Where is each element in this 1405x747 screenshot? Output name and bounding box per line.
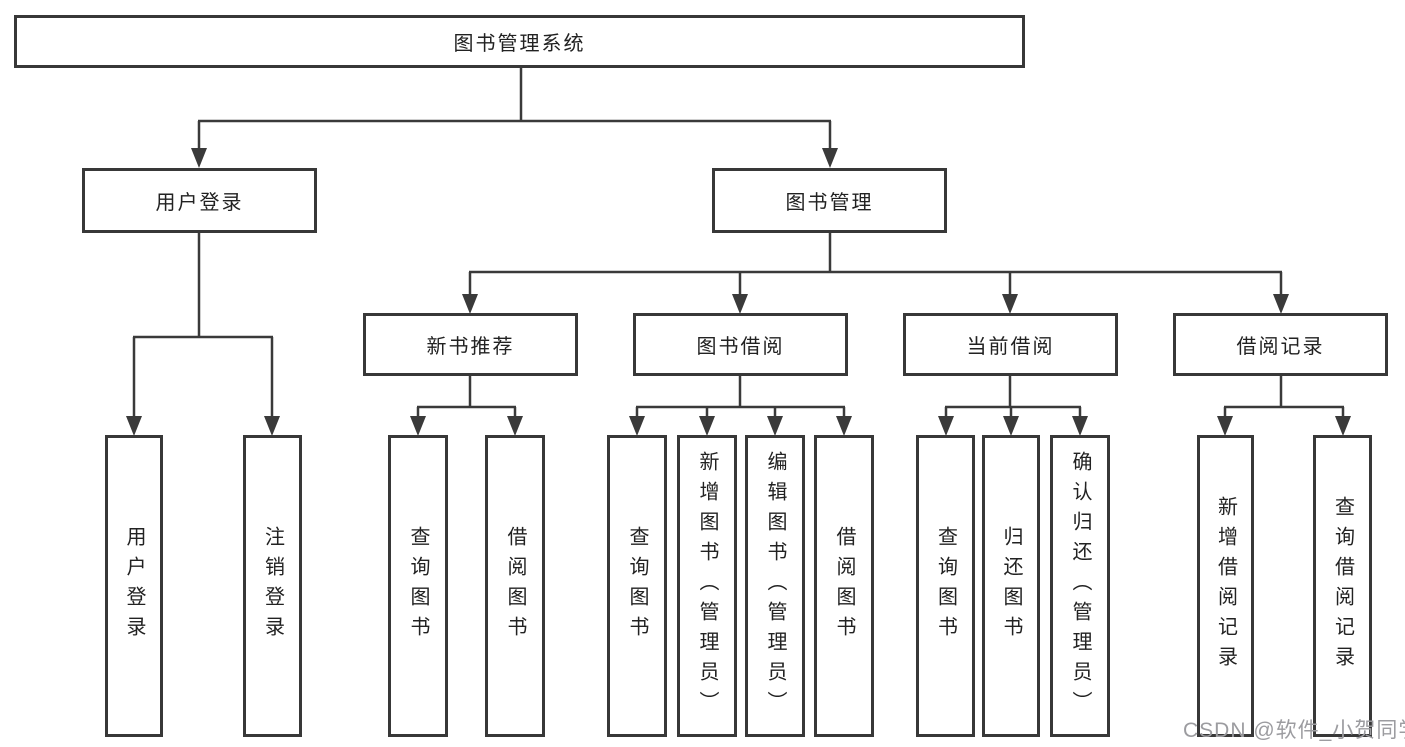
node-book-borrowing: 图书借阅 (633, 313, 848, 376)
leaf-add-borrow-record: 新增借阅记录 (1197, 435, 1254, 737)
leaf-confirm-return-admin: 确认归还（管理员） (1050, 435, 1110, 737)
leaf-logout: 注销登录 (243, 435, 302, 737)
leaf-query-books-current: 查询图书 (916, 435, 975, 737)
leaf-user-login: 用户登录 (105, 435, 163, 737)
leaf-borrow-books-recommend: 借阅图书 (485, 435, 545, 737)
node-label: 借阅图书 (504, 526, 526, 646)
node-label: 新书推荐 (426, 336, 515, 358)
leaf-return-books: 归还图书 (982, 435, 1040, 737)
leaf-query-books-recommend: 查询图书 (388, 435, 448, 737)
leaf-edit-books-admin: 编辑图书（管理员） (745, 435, 805, 737)
node-new-book-recommend: 新书推荐 (363, 313, 578, 376)
node-current-borrowing: 当前借阅 (903, 313, 1118, 376)
node-root-system: 图书管理系统 (14, 15, 1025, 68)
leaf-borrow-books: 借阅图书 (814, 435, 874, 737)
node-borrowing-records: 借阅记录 (1173, 313, 1388, 376)
node-label: 查询借阅记录 (1331, 496, 1354, 676)
node-label: 新增借阅记录 (1214, 496, 1237, 676)
node-label: 归还图书 (1000, 526, 1022, 646)
leaf-query-borrow-record: 查询借阅记录 (1313, 435, 1372, 737)
node-label: 图书借阅 (696, 336, 785, 358)
csdn-watermark: CSDN @软件_小贺同学 (1183, 719, 1405, 742)
node-label: 查询图书 (407, 526, 429, 646)
node-label: 用户登录 (123, 526, 145, 646)
leaf-add-books-admin: 新增图书（管理员） (677, 435, 737, 737)
node-book-management: 图书管理 (712, 168, 947, 233)
node-user-login: 用户登录 (82, 168, 317, 233)
node-label: 新增图书（管理员） (696, 451, 718, 721)
leaf-query-books-borrowing: 查询图书 (607, 435, 667, 737)
node-label: 借阅图书 (833, 526, 855, 646)
node-label: 图书管理 (785, 192, 874, 214)
node-label: 确认归还（管理员） (1069, 451, 1091, 721)
node-label: 编辑图书（管理员） (764, 451, 786, 721)
node-label: 借阅记录 (1236, 336, 1325, 358)
node-label: 查询图书 (934, 526, 957, 646)
node-label: 图书管理系统 (453, 33, 586, 55)
node-label: 用户登录 (155, 192, 244, 214)
node-label: 注销登录 (261, 526, 284, 646)
node-label: 当前借阅 (966, 336, 1055, 358)
node-label: 查询图书 (626, 526, 648, 646)
